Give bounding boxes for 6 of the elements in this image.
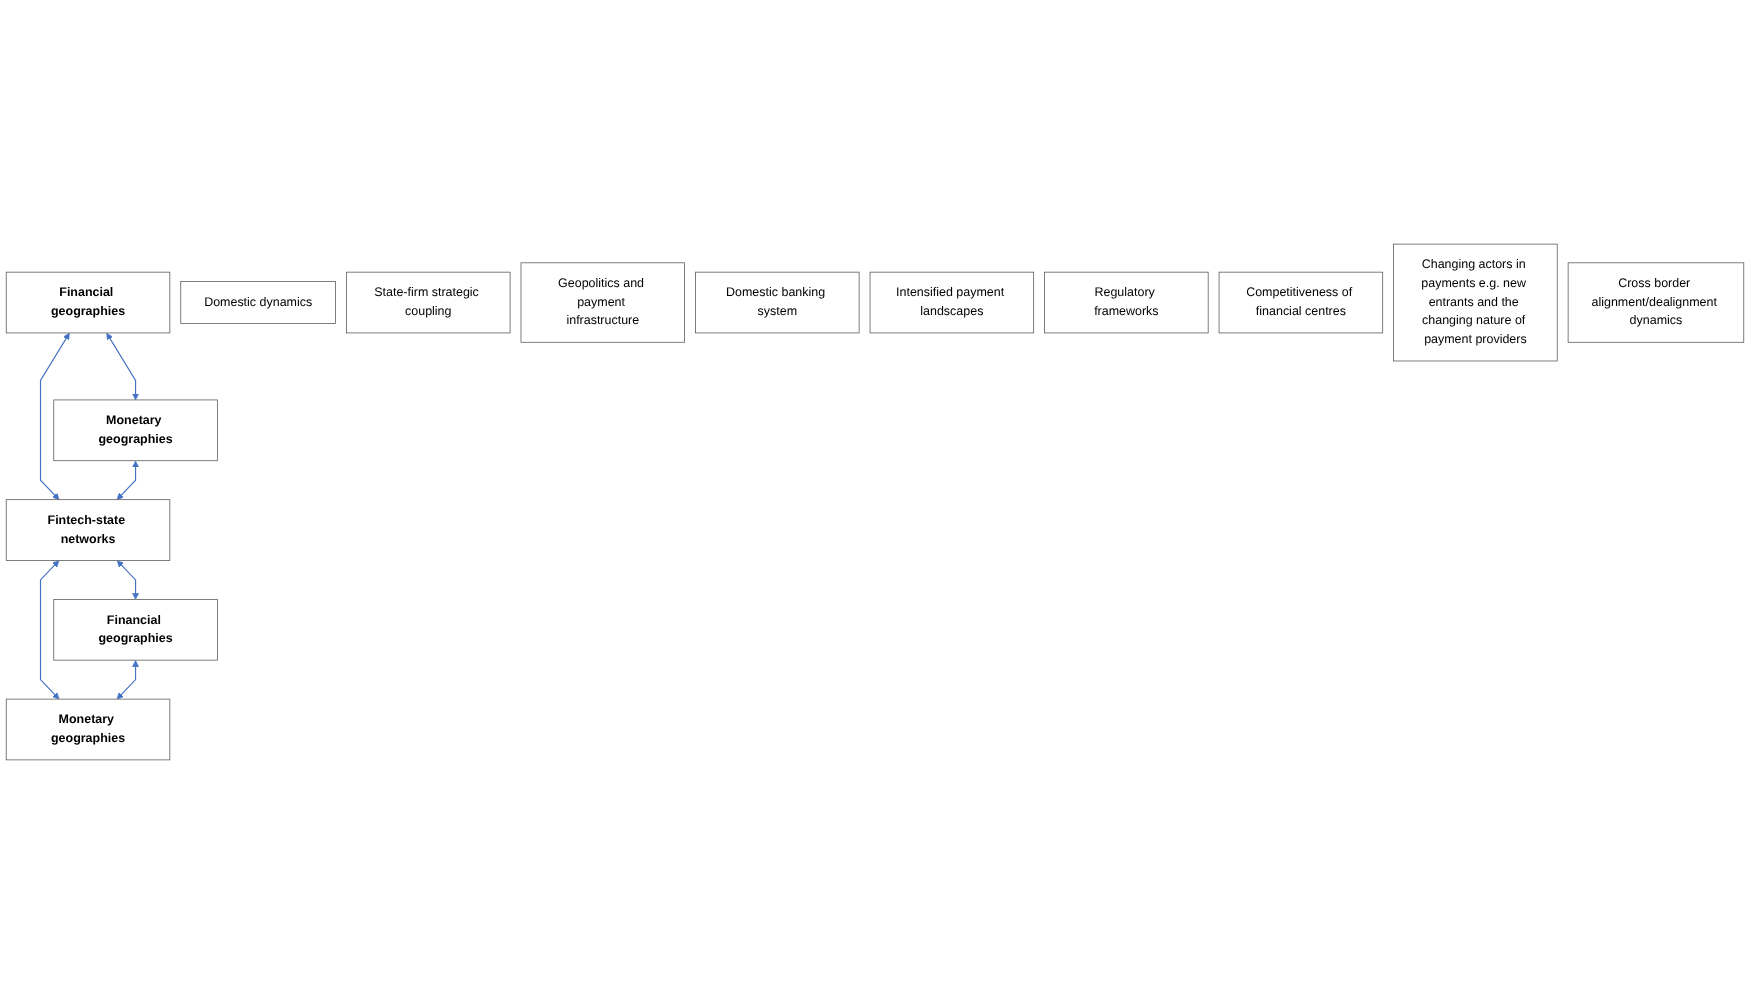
arrow xyxy=(116,560,139,600)
arrow xyxy=(116,460,139,500)
arrow xyxy=(39,560,60,700)
arrow xyxy=(106,332,139,401)
arrow xyxy=(39,332,70,500)
arrow xyxy=(116,660,139,700)
